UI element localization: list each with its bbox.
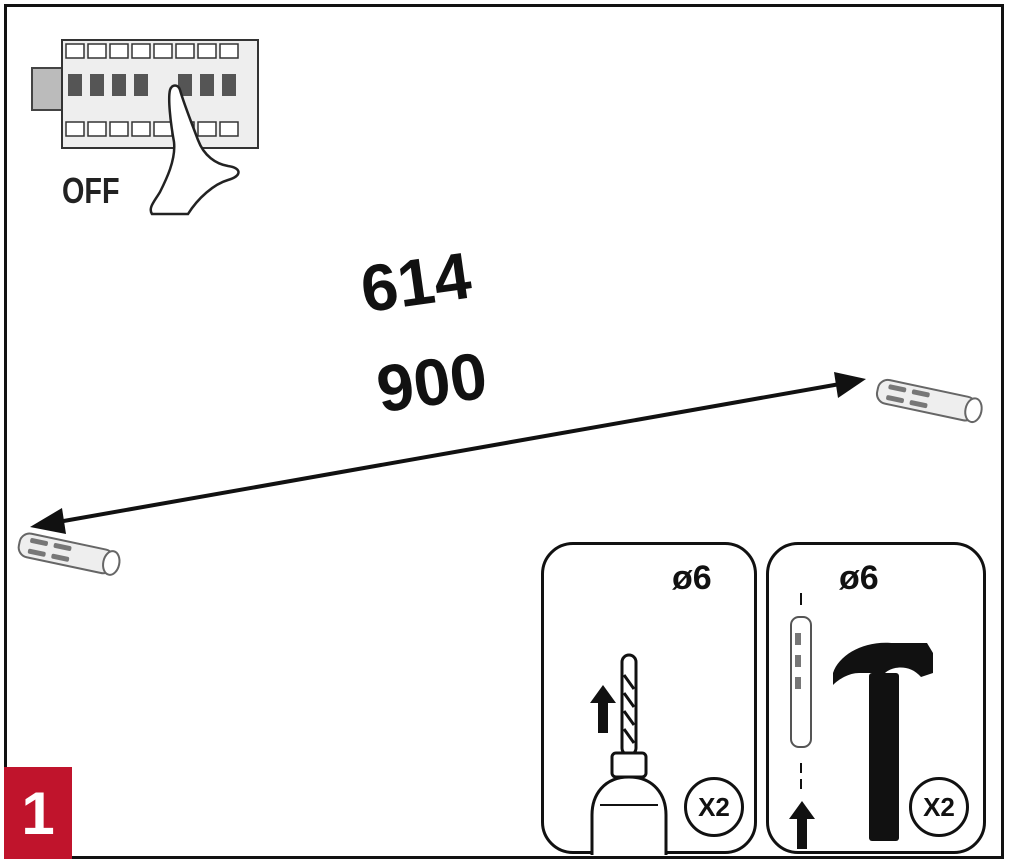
hammer-diameter: ø6 xyxy=(839,559,879,597)
up-arrow-icon xyxy=(789,801,815,849)
up-arrow-icon xyxy=(590,685,616,733)
wall-plug-icon xyxy=(875,378,983,424)
wall-plug-icon xyxy=(17,532,121,576)
circuit-breaker-icon xyxy=(31,39,259,216)
wall-plug-icon xyxy=(790,593,812,789)
hammer-tool-card: ø6 X2 xyxy=(766,542,986,854)
hand-icon xyxy=(149,84,240,216)
drill-diameter: ø6 xyxy=(672,559,712,597)
hammer-icon xyxy=(833,642,933,841)
drill-quantity-badge: X2 xyxy=(684,777,744,837)
step-number-badge: 1 xyxy=(4,767,72,859)
breaker-state-label: OFF xyxy=(62,170,120,211)
drill-icon xyxy=(590,653,668,855)
hammer-quantity-badge: X2 xyxy=(909,777,969,837)
drill-tool-card: ø6 X2 xyxy=(541,542,757,855)
